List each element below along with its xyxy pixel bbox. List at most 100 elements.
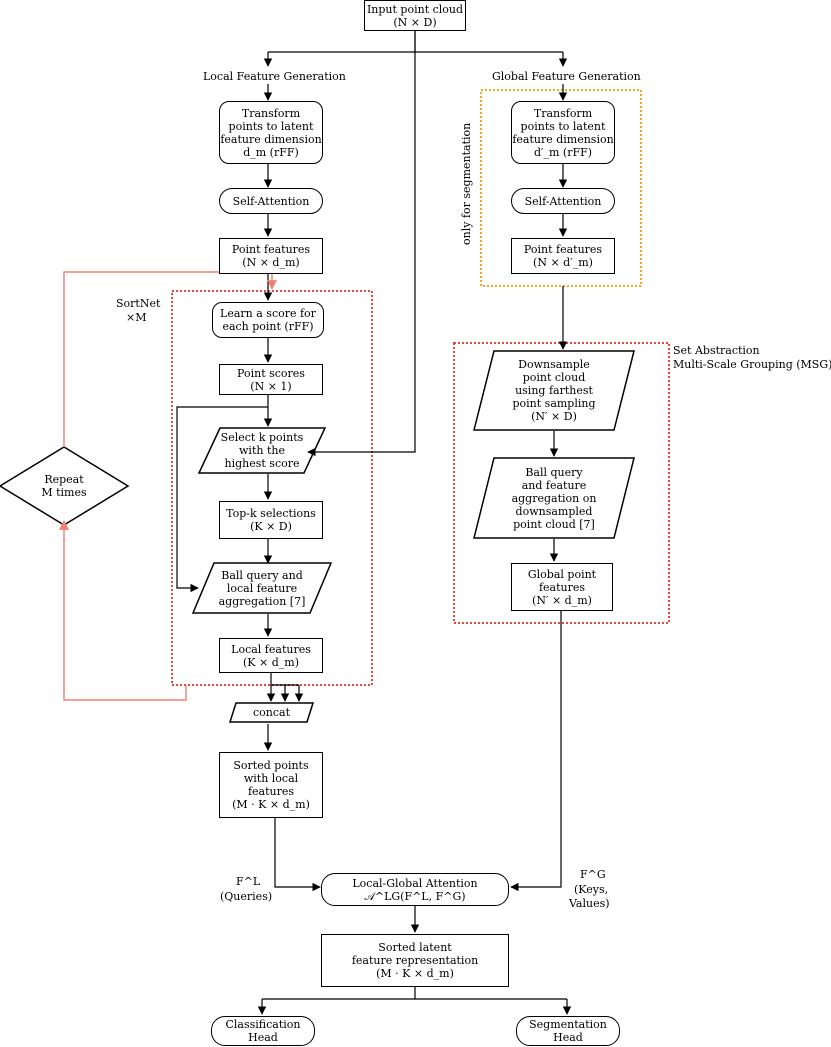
sorted-points-box: Sorted points with local features (M · K… xyxy=(219,752,323,818)
point-scores-line-1: Point scores xyxy=(237,366,305,380)
global-transform-line-1: Transform xyxy=(533,106,593,120)
ballquery-global-line-1: Ball query xyxy=(525,465,583,479)
topk-box: Top-k selections (K × D) xyxy=(219,501,323,539)
global-transform-line-4: d′_m (rFF) xyxy=(533,145,593,159)
lga-line-2: 𝒜^LG(F^L, F^G) xyxy=(364,889,466,903)
ballquery-global-line-2: and feature xyxy=(521,478,587,492)
msg-label: Multi-Scale Grouping (MSG) xyxy=(673,358,831,371)
local-features-line-1: Local features xyxy=(231,642,311,656)
repeat-loop xyxy=(59,271,277,701)
input-point-cloud-box: Input point cloud (N × D) xyxy=(364,0,466,31)
global-transform-line-3: feature dimension xyxy=(512,132,614,146)
segmentation-head-box: Segmentation Head xyxy=(516,1016,620,1046)
global-point-features-line-1: Point features xyxy=(523,243,603,256)
fl-label: F^L xyxy=(236,875,261,888)
topk-line-1: Top-k selections xyxy=(226,507,316,520)
downsample-line-4: point sampling xyxy=(512,397,596,410)
downsample-line-2: point cloud xyxy=(522,371,586,384)
select-k-box: Select k points with the highest score xyxy=(199,428,325,473)
select-k-line-2: with the xyxy=(239,444,285,457)
input-line-2: (N × D) xyxy=(393,15,437,29)
downsample-shape xyxy=(473,350,635,431)
local-global-attention-box: Local-Global Attention 𝒜^LG(F^L, F^G) xyxy=(321,873,509,906)
ballquery-global-line-3: aggregation on xyxy=(511,491,597,505)
local-point-features-line-2: (N × d_m) xyxy=(242,256,300,269)
input-line-1: Input point cloud xyxy=(366,2,464,16)
segmentation-head-line-1: Segmentation xyxy=(529,1018,607,1031)
learn-score-line-2: each point (rFF) xyxy=(222,320,314,333)
ballquery-global-shape xyxy=(473,457,635,539)
sorted-points-line-3: features xyxy=(247,785,295,798)
sortnet-multiplier-label: ×M xyxy=(126,311,147,324)
local-feature-generation-label: Local Feature Generation xyxy=(203,70,346,83)
classification-head-box: Classification Head xyxy=(211,1016,315,1046)
global-point-features-final-line-2: features xyxy=(538,580,586,594)
lga-line-1: Local-Global Attention xyxy=(352,876,478,890)
downsample-line-3: using farthest xyxy=(515,384,593,397)
point-scores-box: Point scores (N × 1) xyxy=(219,364,323,395)
ballquery-global-line-5: point cloud [7] xyxy=(513,517,595,531)
global-point-features-final-box: Global point features (N′ × d_m) xyxy=(511,563,613,611)
downsample-box: Downsample point cloud using farthest po… xyxy=(474,351,634,430)
keys-label: (Keys, xyxy=(574,883,609,896)
sorted-points-line-2: with local xyxy=(243,772,299,785)
global-transform-line-2: points to latent xyxy=(520,119,606,133)
global-point-features-line-2: (N × d′_m) xyxy=(533,256,593,269)
learn-score-box: Learn a score for each point (rFF) xyxy=(212,302,324,338)
sorted-latent-line-2: feature representation xyxy=(351,954,479,967)
global-transform-box: Transform points to latent feature dimen… xyxy=(511,101,615,164)
classification-head-line-1: Classification xyxy=(225,1018,301,1031)
queries-label: (Queries) xyxy=(220,890,273,903)
sortnet-label: SortNet xyxy=(116,297,161,310)
global-point-features-final-line-3: (N′ × d_m) xyxy=(532,593,592,607)
repeat-line-2: M times xyxy=(41,486,87,499)
set-abstraction-label: Set Abstraction xyxy=(673,344,760,357)
select-k-shape xyxy=(197,427,327,474)
only-for-segmentation-label: only for segmentation xyxy=(460,122,473,245)
local-features-line-2: (K × d_m) xyxy=(243,655,299,669)
local-transform-line-3: feature dimension xyxy=(220,132,322,146)
fg-label: F^G xyxy=(580,868,606,881)
local-features-box: Local features (K × d_m) xyxy=(219,638,323,673)
local-transform-box: Transform points to latent feature dimen… xyxy=(219,101,323,164)
sorted-latent-line-1: Sorted latent xyxy=(378,941,452,954)
ballquery-local-shape xyxy=(191,562,333,614)
connectors xyxy=(176,30,572,1015)
segmentation-head-line-2: Head xyxy=(553,1031,583,1044)
repeat-box: Repeat M times xyxy=(0,447,128,525)
select-k-line-1: Select k points xyxy=(220,431,304,444)
global-point-features-box: Point features (N × d′_m) xyxy=(511,238,615,274)
sortnet-frame xyxy=(171,290,373,686)
only-segmentation-frame xyxy=(480,89,642,287)
local-point-features-box: Point features (N × d_m) xyxy=(219,238,323,274)
point-scores-line-2: (N × 1) xyxy=(250,379,292,393)
concat-shape xyxy=(228,702,315,723)
select-k-line-3: highest score xyxy=(224,457,300,470)
repeat-line-1: Repeat xyxy=(44,473,84,486)
concat-label: concat xyxy=(252,706,290,719)
set-abstraction-frame xyxy=(453,342,670,624)
classification-head-line-2: Head xyxy=(248,1031,278,1044)
topk-line-2: (K × D) xyxy=(250,520,292,533)
sorted-points-line-1: Sorted points xyxy=(233,759,309,772)
global-point-features-final-line-1: Global point xyxy=(527,567,597,581)
sorted-points-line-4: (M · K × d_m) xyxy=(232,798,310,811)
ballquery-global-line-4: downsampled xyxy=(515,504,593,518)
global-self-attention-box: Self-Attention xyxy=(511,188,615,214)
concat-box: concat xyxy=(230,703,313,722)
sorted-latent-box: Sorted latent feature representation (M … xyxy=(321,934,509,987)
local-transform-line-2: points to latent xyxy=(228,119,314,133)
ballquery-global-box: Ball query and feature aggregation on do… xyxy=(474,458,634,538)
ballquery-local-line-3: aggregation [7] xyxy=(218,594,306,608)
local-self-attention-box: Self-Attention xyxy=(219,188,323,214)
sorted-latent-line-3: (M · K × d_m) xyxy=(376,967,454,980)
local-self-attention-label: Self-Attention xyxy=(232,194,310,208)
global-feature-generation-label: Global Feature Generation xyxy=(492,70,641,83)
local-transform-line-1: Transform xyxy=(241,106,301,120)
local-transform-line-4: d_m (rFF) xyxy=(243,145,299,159)
downsample-line-1: Downsample xyxy=(518,358,590,371)
learn-score-line-1: Learn a score for xyxy=(220,307,316,320)
values-label: Values) xyxy=(569,897,610,910)
local-point-features-line-1: Point features xyxy=(231,243,311,256)
